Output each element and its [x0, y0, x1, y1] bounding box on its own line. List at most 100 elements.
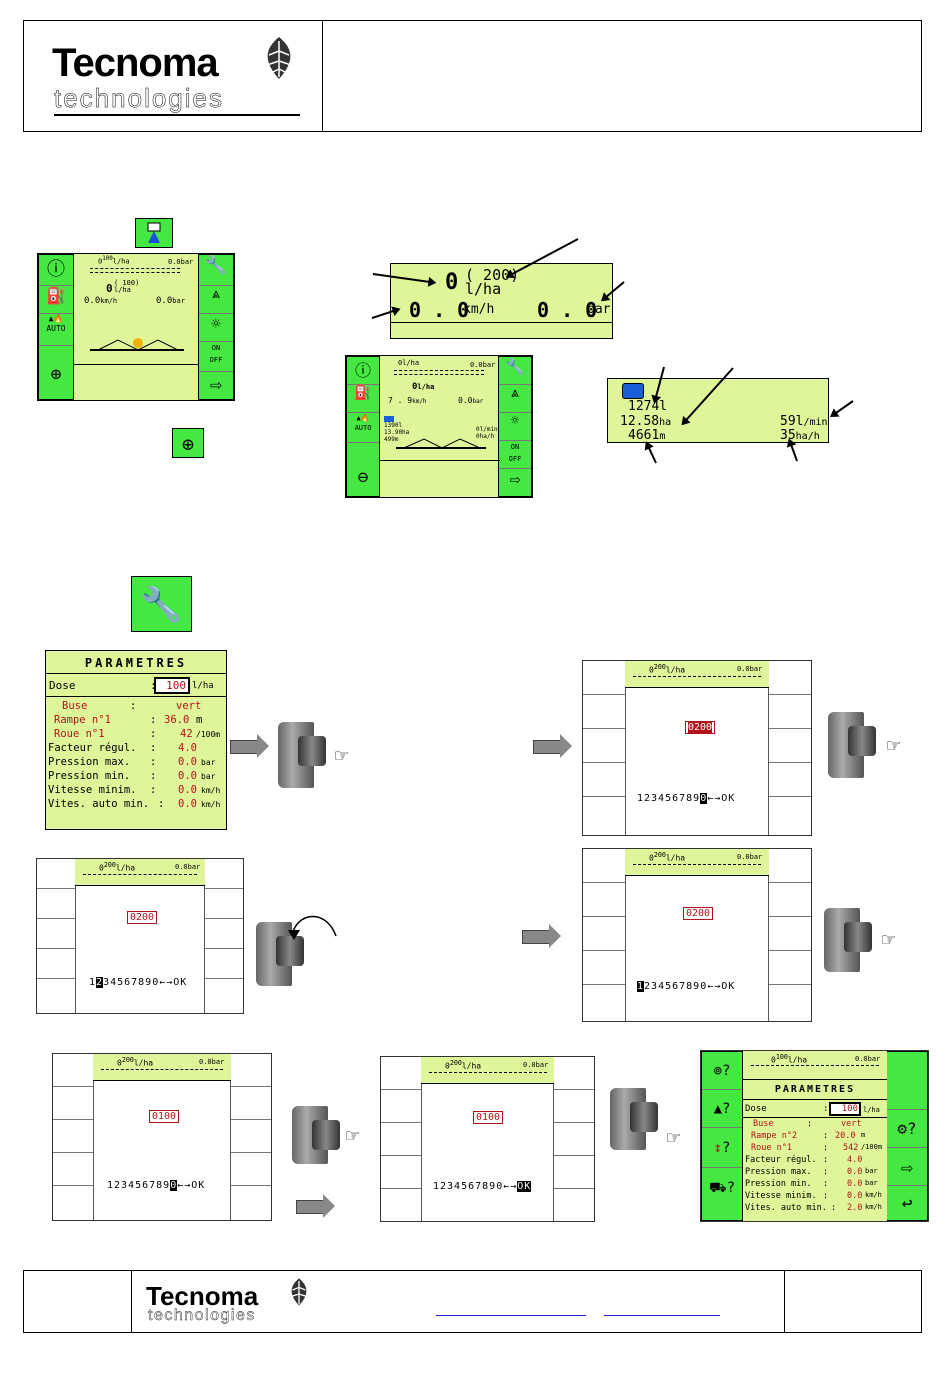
editor-side-button[interactable]	[53, 1054, 93, 1087]
editor-side-button[interactable]	[37, 889, 75, 919]
rotary-knob-4[interactable]	[824, 908, 872, 972]
editor-side-button[interactable]	[381, 1123, 421, 1156]
spray-control-button[interactable]	[135, 218, 173, 248]
editor-side-button[interactable]	[769, 917, 811, 951]
settings-wrench-button[interactable]: 🔧	[131, 576, 192, 632]
editor-value-field[interactable]: 0200	[127, 911, 158, 924]
next-arrow-button-3[interactable]: ⇨	[887, 1148, 927, 1186]
editor-side-button[interactable]	[231, 1087, 271, 1120]
wrench-button[interactable]: 🔧	[199, 255, 233, 286]
editor-side-button[interactable]	[769, 849, 811, 883]
digit-picker[interactable]: 1234567890←→OK	[637, 981, 736, 992]
rotary-knob-2[interactable]	[828, 712, 876, 778]
editor-side-button[interactable]	[205, 859, 243, 889]
spray-help-button[interactable]: ▲?	[702, 1090, 742, 1128]
editor-value-field[interactable]: 0100	[473, 1111, 504, 1124]
editor-side-button[interactable]	[554, 1156, 594, 1189]
editor-side-button[interactable]	[769, 661, 811, 695]
rotary-knob-3[interactable]	[256, 922, 304, 986]
editor-side-button[interactable]	[583, 951, 625, 985]
digit-picker[interactable]: 1234567890←→OK	[107, 1180, 206, 1191]
light-button[interactable]: ☼	[199, 314, 233, 342]
editor-value-field[interactable]: 0200	[683, 907, 714, 920]
editor-side-button[interactable]	[381, 1090, 421, 1123]
editor-side-button[interactable]	[37, 859, 75, 889]
light-button-2[interactable]: ☼	[499, 413, 531, 441]
editor-side-button[interactable]	[205, 949, 243, 979]
next-arrow-button-2[interactable]: ⇨	[509, 469, 521, 490]
editor-side-button[interactable]	[769, 763, 811, 797]
params-row[interactable]: Buse:vert	[753, 1119, 862, 1129]
boom-fold-button-2[interactable]: ⩓	[499, 385, 531, 413]
regul-help-button[interactable]: ⚙?	[887, 1110, 927, 1148]
editor-side-button[interactable]	[205, 919, 243, 949]
auto-spray-button-2[interactable]: ▲🔥AUTO	[347, 413, 379, 443]
params-row[interactable]: Facteur régul.:4.0	[745, 1155, 863, 1165]
rotary-knob-6[interactable]	[610, 1088, 658, 1150]
params-row[interactable]: Facteur régul.:4.0	[48, 742, 197, 754]
editor-side-button[interactable]	[583, 849, 625, 883]
editor-side-button[interactable]	[231, 1153, 271, 1186]
return-button[interactable]: ↩	[901, 1193, 913, 1214]
editor-side-button[interactable]	[583, 661, 625, 695]
params-row[interactable]: Roue n°1:42/100m	[54, 728, 221, 740]
auto-spray-button[interactable]: ▲🔥AUTO	[39, 314, 73, 346]
editor-side-button[interactable]	[231, 1120, 271, 1153]
editor-side-button[interactable]	[53, 1120, 93, 1153]
editor-side-button[interactable]	[53, 1153, 93, 1186]
editor-value-field[interactable]: 0200	[685, 721, 716, 734]
editor-side-button[interactable]	[769, 883, 811, 917]
editor-value-field[interactable]: 0100	[149, 1110, 180, 1123]
params-dose-input[interactable]: 100	[154, 677, 190, 694]
wrench-button-2[interactable]: 🔧	[499, 357, 531, 385]
editor-side-button[interactable]	[231, 1054, 271, 1087]
digit-picker[interactable]: 1234567890←→OK	[433, 1181, 532, 1192]
params-row[interactable]: Buse:vert	[62, 700, 202, 712]
editor-side-button[interactable]	[381, 1156, 421, 1189]
wheel-help-button[interactable]: ⛟?	[708, 1180, 736, 1196]
rotary-knob-1[interactable]	[278, 722, 326, 788]
editor-side-button[interactable]	[37, 919, 75, 949]
editor-side-button[interactable]	[769, 729, 811, 763]
info-button-2[interactable]: ⓘ	[347, 357, 379, 385]
editor-side-button[interactable]	[583, 917, 625, 951]
editor-side-button[interactable]	[769, 951, 811, 985]
digit-picker[interactable]: 1234567890←→OK	[89, 977, 188, 988]
editor-side-button[interactable]	[554, 1123, 594, 1156]
params2-dose-input[interactable]: 100	[829, 1102, 861, 1116]
rotary-knob-5[interactable]	[292, 1106, 340, 1164]
zoom-in-small-button[interactable]: ⊕	[172, 428, 204, 458]
digit-picker[interactable]: 1234567890←→OK	[637, 793, 736, 804]
info-button[interactable]: ⓘ	[39, 255, 73, 286]
editor-side-button[interactable]	[53, 1087, 93, 1120]
next-arrow-button[interactable]: ⇨	[209, 372, 223, 396]
editor-side-button[interactable]	[583, 763, 625, 797]
footer-link-1[interactable]	[436, 1315, 586, 1316]
zoom-in-button[interactable]: ⊕	[50, 364, 62, 385]
nozzle-help-button[interactable]: ⊚?	[702, 1052, 742, 1090]
tank-fill-button-2[interactable]: ⛽	[347, 385, 379, 413]
zoom-out-button[interactable]: ⊖	[357, 467, 369, 488]
boom-fold-button[interactable]: ⩓	[199, 286, 233, 314]
editor-side-button[interactable]	[37, 949, 75, 979]
editor-side-button[interactable]	[583, 695, 625, 729]
editor-side-button[interactable]	[381, 1057, 421, 1090]
tank-fill-button[interactable]: ⛽	[39, 286, 73, 314]
editor-side-button[interactable]	[205, 889, 243, 919]
footer-link-2[interactable]	[604, 1315, 720, 1316]
boom-help-button[interactable]: ↕?	[702, 1128, 742, 1168]
editor-side-button[interactable]	[583, 729, 625, 763]
editor-side-button[interactable]	[554, 1090, 594, 1123]
